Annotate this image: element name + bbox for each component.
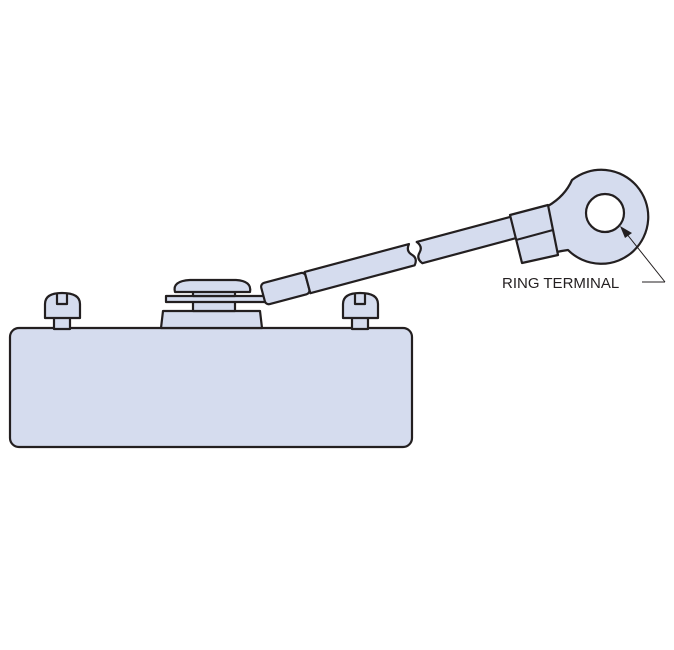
callout: RING TERMINAL — [502, 226, 666, 292]
ring-hole — [584, 192, 626, 234]
wire — [260, 215, 519, 306]
screw-right — [341, 291, 380, 331]
wire-segment-2 — [415, 215, 519, 265]
wire-ferrule — [260, 271, 311, 306]
wire-segment-1 — [303, 242, 417, 295]
screw-left — [43, 291, 82, 331]
arrowhead-icon — [620, 226, 632, 238]
terminal-post — [159, 278, 268, 330]
callout-label: RING TERMINAL — [502, 275, 619, 292]
device-body — [8, 326, 414, 449]
ring-terminal — [508, 168, 650, 265]
